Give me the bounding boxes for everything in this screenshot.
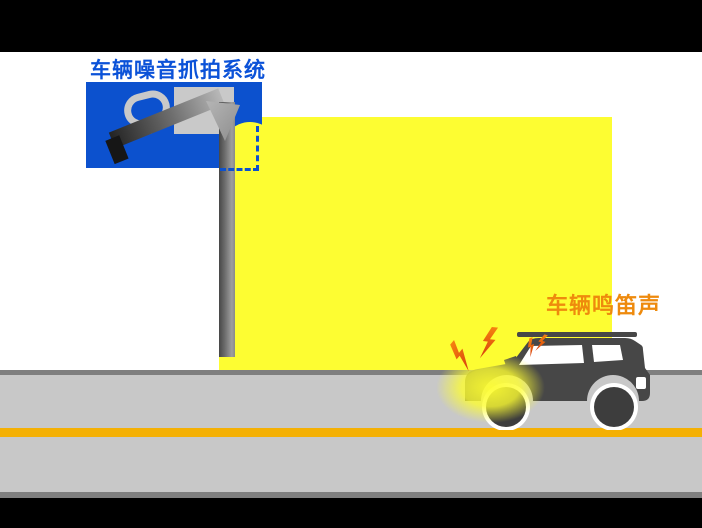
horn-sound-bolts	[444, 326, 548, 372]
letterbox-bottom	[0, 498, 702, 528]
capture-frame-dashed	[220, 126, 259, 171]
sign-pole	[219, 102, 235, 357]
lightning-icon	[535, 333, 548, 353]
road-edge-top	[0, 370, 702, 375]
lightning-icon	[479, 326, 499, 360]
detection-zone	[219, 117, 612, 371]
tail-light	[636, 377, 646, 389]
road-edge-bottom	[0, 492, 702, 498]
rear-window	[592, 345, 623, 362]
horn-sound-label: 车辆鸣笛声	[546, 293, 662, 318]
road-surface-lower	[0, 437, 702, 492]
letterbox-top	[0, 0, 702, 52]
camera-sign-title: 车辆噪音抓拍系统	[90, 59, 266, 82]
lane-line	[0, 428, 702, 437]
lightning-icon	[444, 340, 478, 372]
front-wheel	[486, 387, 526, 427]
rear-wheel	[594, 387, 634, 427]
camera-arrow-icon	[206, 101, 240, 141]
lightning-icon	[524, 337, 539, 358]
